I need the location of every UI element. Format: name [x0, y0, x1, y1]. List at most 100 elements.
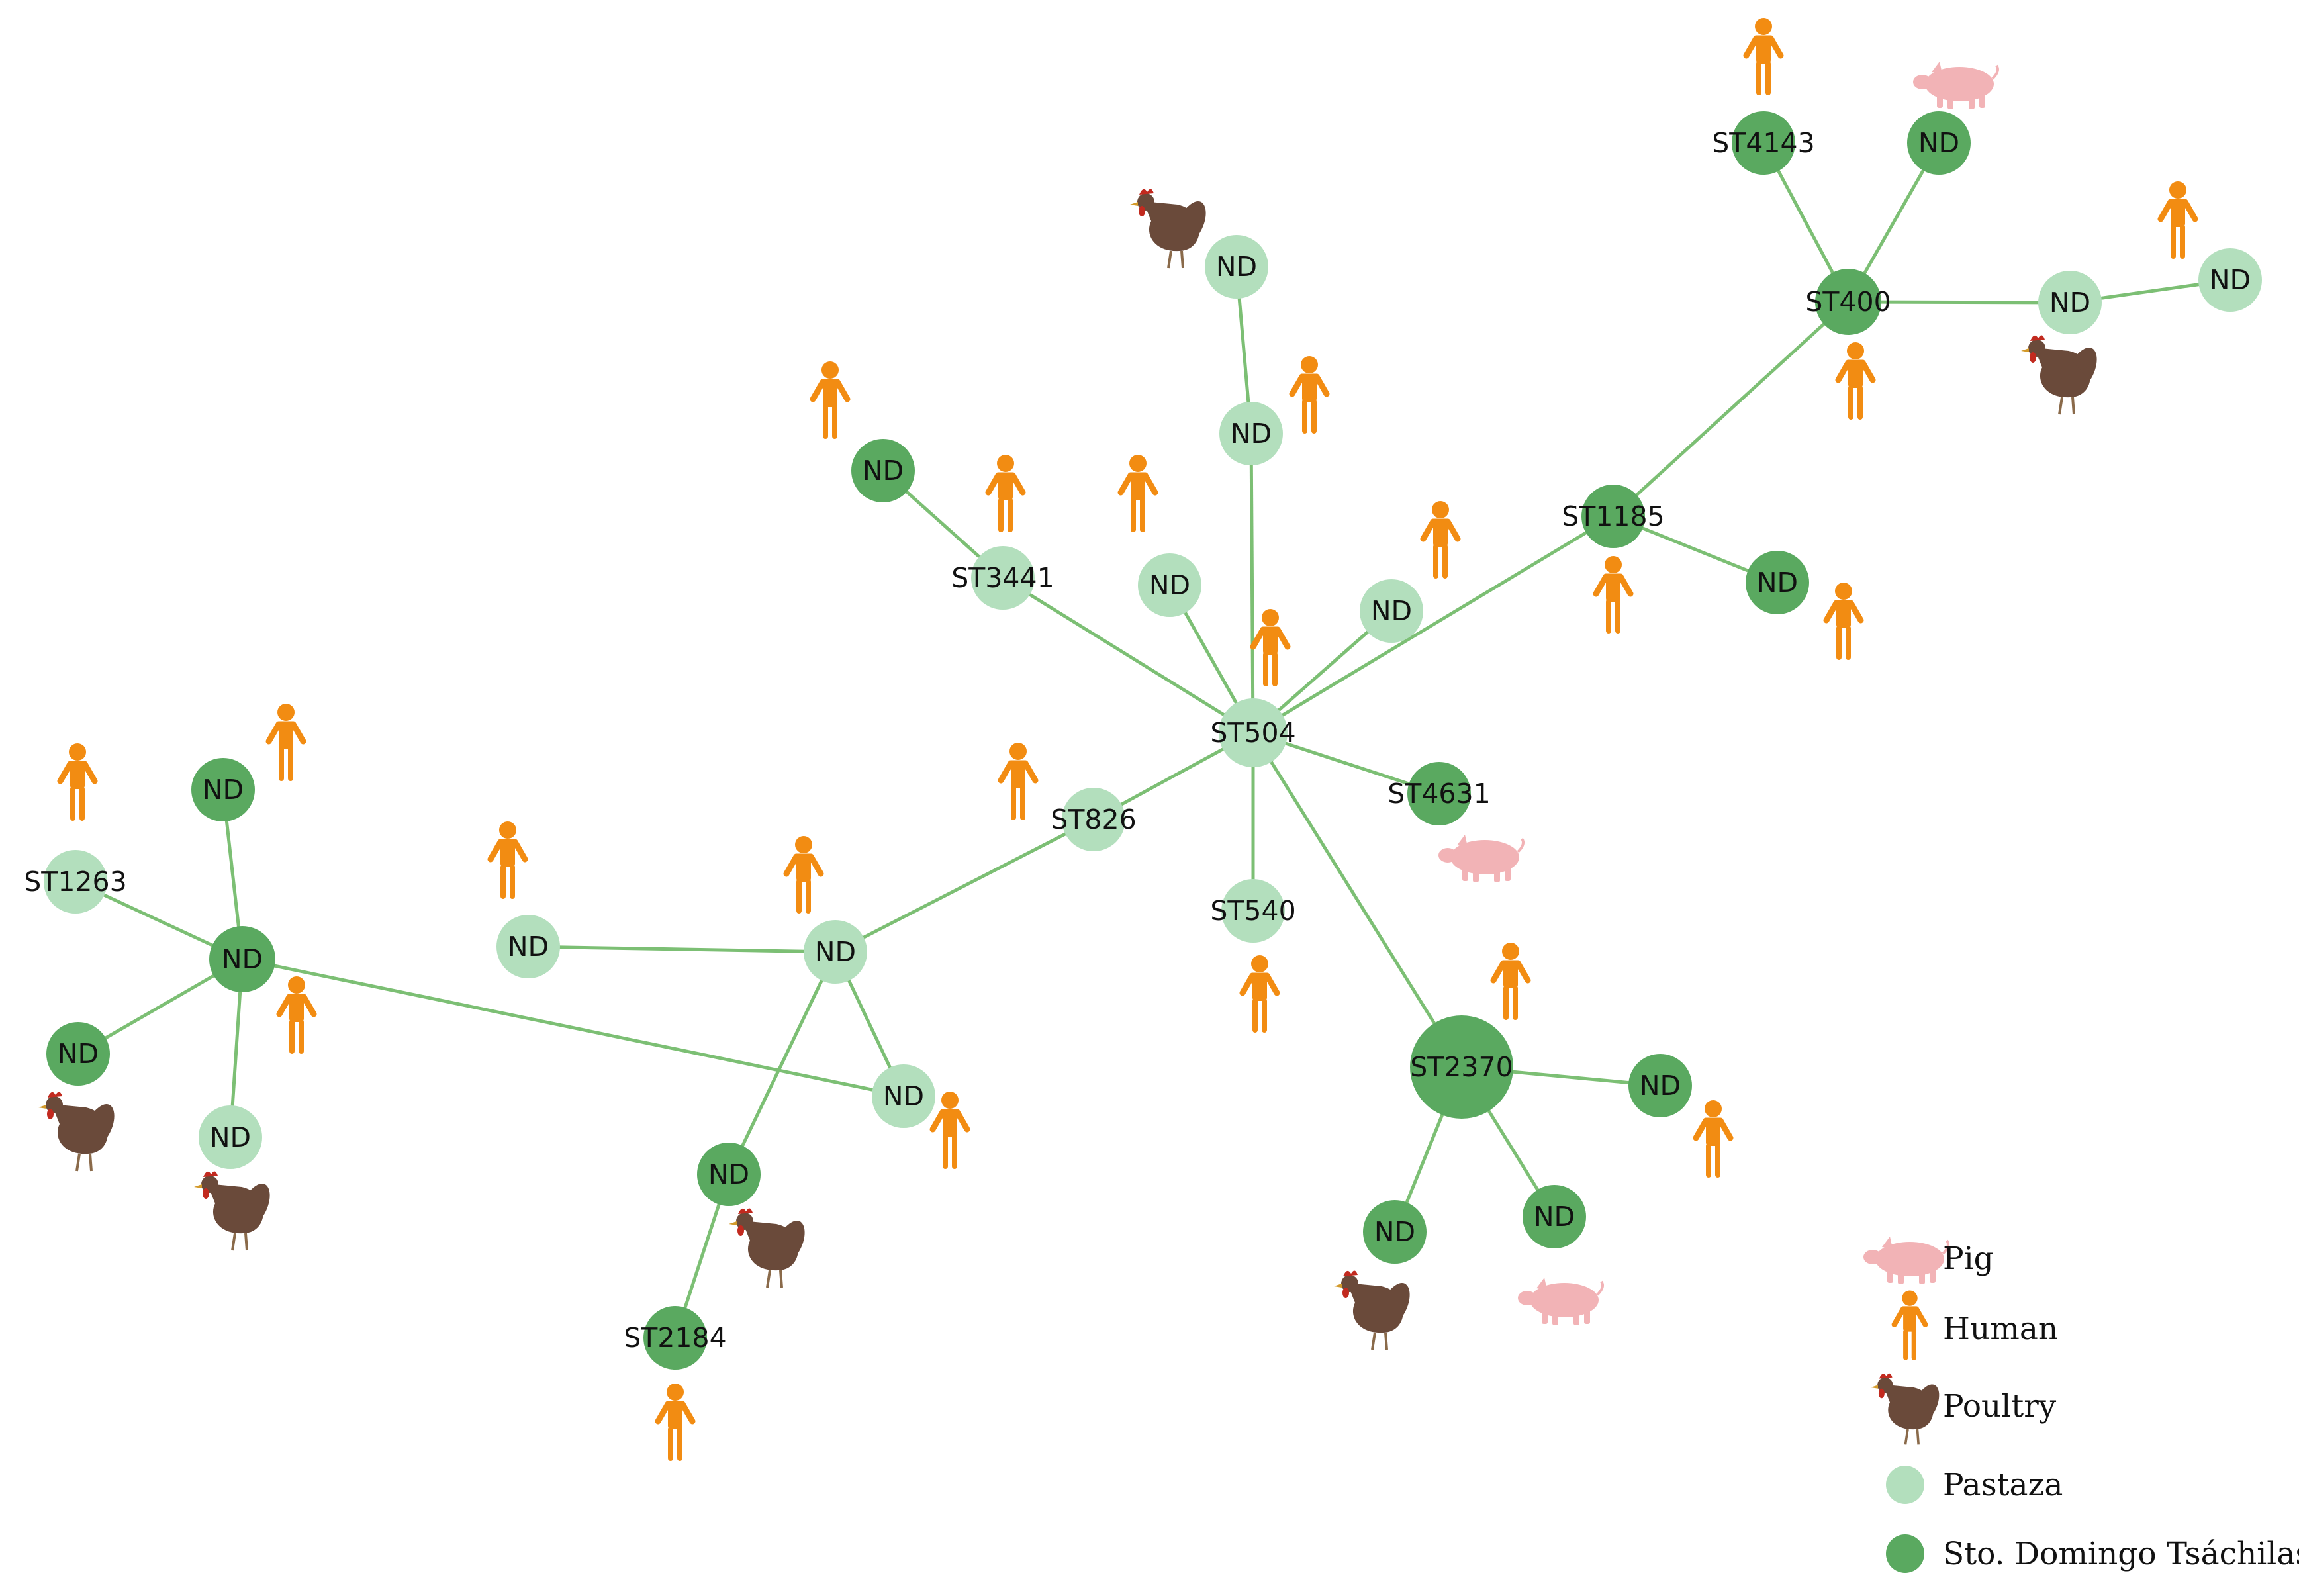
node-label: ND [1374, 1216, 1415, 1248]
legend-item-pastaza: Pastaza [1886, 1466, 2063, 1504]
node-n_nd_n: ND [496, 915, 560, 978]
node-label: ND [1757, 567, 1798, 598]
human-icon [276, 976, 317, 1054]
node-n_st400: ST400 [1805, 269, 1891, 335]
node-n_st4631: ST4631 [1387, 762, 1491, 825]
edge-n_st504-n_st2370 [1251, 731, 1464, 1068]
edge-n_nd_m-n_nd_n [528, 945, 836, 954]
node-circle [1523, 1185, 1586, 1248]
node-circle [2198, 248, 2262, 312]
node-n_nd_j: ND [1628, 1054, 1692, 1117]
node-n_nd_a: ND [851, 439, 915, 502]
node-n_st1263: ST1263 [24, 850, 127, 914]
human-icon [1250, 609, 1291, 686]
node-label: ND [508, 931, 549, 962]
node-circle [44, 850, 107, 914]
human-icon [1593, 556, 1634, 634]
node-circle [1219, 402, 1283, 465]
node-label: ND [2049, 287, 2090, 318]
poultry-icon [1334, 1270, 1410, 1350]
node-label: ST2370 [1410, 1051, 1513, 1083]
legend-label-pastaza: Pastaza [1943, 1467, 2063, 1503]
node-label: ST1263 [24, 866, 126, 898]
edges-layer [74, 142, 2231, 1338]
legend-label-poultry: Poultry [1943, 1388, 2057, 1425]
human-icon [1693, 1100, 1734, 1178]
edge-n_st504-n_st1185 [1252, 514, 1615, 735]
node-n_nd_q: ND [209, 926, 275, 992]
node-label: ND [1640, 1070, 1681, 1102]
human-icon [1117, 455, 1158, 532]
node-n_nd_d: ND [1205, 235, 1268, 299]
legend-swatch-sto-domingo [1886, 1534, 1924, 1573]
node-n_nd_g: ND [1907, 111, 1971, 175]
node-circle [1628, 1054, 1692, 1117]
legend-label-pig: Pig [1943, 1241, 1994, 1277]
poultry-icon [2021, 335, 2097, 415]
human-icon [998, 743, 1039, 820]
human-icon [985, 455, 1026, 532]
legend-swatch-pastaza [1886, 1466, 1924, 1504]
node-label: ST504 [1210, 717, 1295, 749]
node-n_st1185: ST1185 [1562, 485, 1665, 548]
node-n_st504: ST504 [1210, 698, 1296, 767]
legend-item-sto-domingo: Sto. Domingo Tsáchilas [1886, 1534, 2299, 1573]
node-label: ST400 [1805, 286, 1891, 318]
node-label: ND [1231, 418, 1272, 449]
node-circle [1407, 762, 1471, 825]
node-circle [643, 1306, 707, 1370]
human-icon [57, 743, 98, 821]
edge-n_st1185-n_st400 [1612, 301, 1850, 518]
node-circle [1815, 269, 1881, 335]
human-icon [810, 361, 851, 439]
human-icon [1835, 342, 1876, 420]
node-n_nd_o: ND [697, 1143, 761, 1206]
node-circle [1221, 879, 1285, 943]
node-n_nd_k: ND [1523, 1185, 1586, 1248]
human-icon [929, 1092, 970, 1169]
node-n_nd_f: ND [1746, 551, 1809, 614]
human-icon [1891, 1290, 1928, 1360]
node-circle [191, 758, 255, 821]
legend-item-human: Human [1891, 1290, 2058, 1360]
node-n_nd_s: ND [46, 1022, 110, 1086]
nodes-layer: ST504ST826ST3441NDNDNDNDNDST1185NDST400S… [24, 111, 2262, 1370]
human-icon [1823, 583, 1864, 660]
host-icons-layer [38, 18, 2198, 1461]
legend-item-pig: Pig [1863, 1237, 1994, 1284]
node-label: ND [815, 936, 856, 968]
node-circle [1205, 235, 1268, 299]
human-icon [1289, 356, 1330, 434]
node-n_nd_t: ND [199, 1105, 262, 1169]
node-circle [851, 439, 915, 502]
node-n_st826: ST826 [1051, 788, 1137, 851]
node-label: ND [1371, 595, 1412, 627]
human-icon [1490, 943, 1531, 1020]
node-n_nd_l: ND [1363, 1200, 1427, 1264]
node-circle [2038, 271, 2102, 334]
node-n_st4143: ST4143 [1712, 111, 1815, 175]
node-circle [496, 915, 560, 978]
edge-n_nd_m-n_nd_o [727, 951, 837, 1176]
node-circle [209, 926, 275, 992]
human-icon [487, 821, 528, 899]
node-label: ND [2210, 264, 2251, 296]
human-icon [655, 1384, 696, 1461]
poultry-icon [194, 1171, 270, 1251]
node-circle [1410, 1015, 1513, 1119]
node-circle [1907, 111, 1971, 175]
human-icon [1743, 18, 1784, 95]
node-circle [1732, 111, 1795, 175]
node-circle [804, 920, 867, 984]
poultry-icon [729, 1208, 805, 1288]
node-circle [872, 1064, 935, 1128]
node-label: ND [1534, 1201, 1575, 1233]
human-icon [1239, 955, 1280, 1033]
human-icon [265, 704, 306, 781]
node-label: ND [203, 774, 244, 806]
edge-n_st504-n_st3441 [1002, 576, 1254, 735]
legend-label-sto-domingo: Sto. Domingo Tsáchilas [1943, 1536, 2299, 1572]
edge-n_nd_p-n_nd_q [242, 957, 904, 1098]
edge-n_st400-n_nd_h [1848, 300, 2071, 305]
node-circle [971, 546, 1035, 610]
